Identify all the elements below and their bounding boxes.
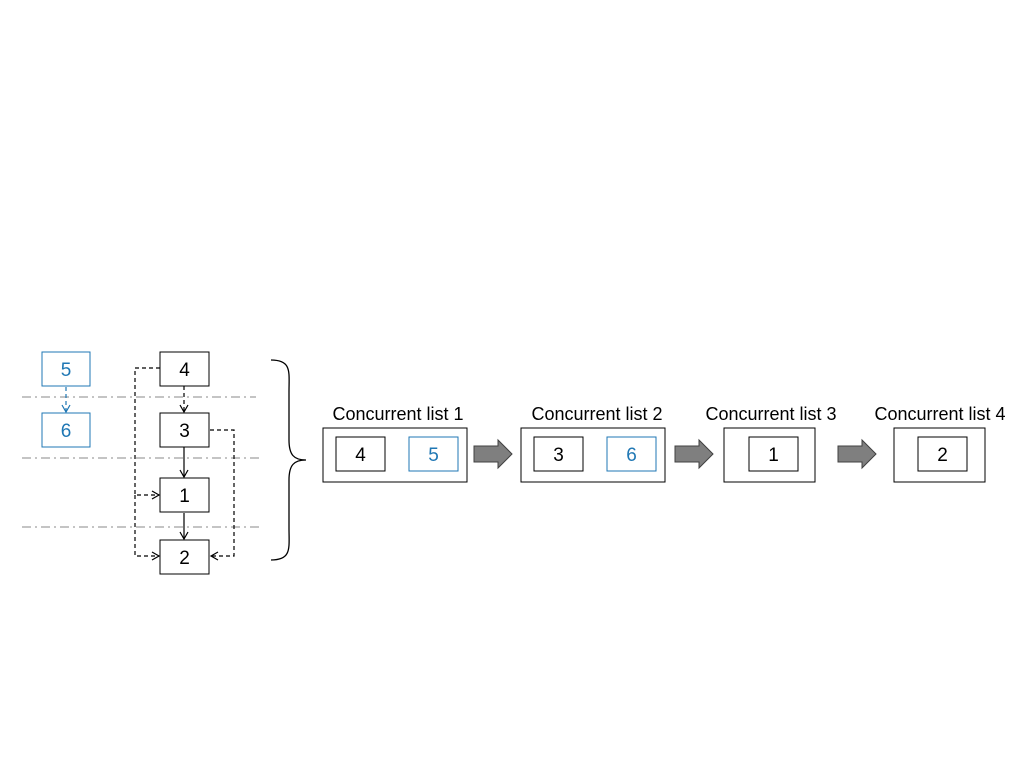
node-6-label: 6 <box>61 421 72 442</box>
node-4-label: 4 <box>179 360 190 381</box>
list-item-label: 1 <box>768 445 779 466</box>
flow-arrow-icon <box>473 438 513 470</box>
concurrent-list-4-title: Concurrent list 4 <box>874 404 1005 424</box>
node-1-label: 1 <box>179 486 190 507</box>
list-item: 2 <box>917 436 968 472</box>
node-2-label: 2 <box>179 548 190 569</box>
node-6: 6 <box>41 412 91 448</box>
edge-4-to-1 <box>134 367 161 500</box>
concurrent-list-2: Concurrent list 2 3 6 <box>520 404 666 483</box>
node-4: 4 <box>159 351 210 387</box>
node-2: 2 <box>159 539 210 575</box>
list-item: 5 <box>408 436 459 472</box>
concurrent-list-3-title: Concurrent list 3 <box>705 404 836 424</box>
list-item-label: 5 <box>428 445 439 466</box>
graph-edges <box>61 367 235 561</box>
list-item: 6 <box>606 436 657 472</box>
list-item-label: 6 <box>626 445 637 466</box>
edge-3-to-2 <box>209 429 235 561</box>
list-item-label: 2 <box>937 445 948 466</box>
curly-brace <box>270 359 307 561</box>
flow-arrow-icon <box>837 438 877 470</box>
flow-arrow-icon <box>674 438 714 470</box>
list-item-label: 3 <box>553 445 564 466</box>
edge-4-to-2 <box>134 495 161 561</box>
concurrent-list-1-title: Concurrent list 1 <box>332 404 463 424</box>
concurrent-list-1: Concurrent list 1 4 5 <box>322 404 468 483</box>
concurrent-list-2-title: Concurrent list 2 <box>531 404 662 424</box>
list-item: 3 <box>533 436 584 472</box>
concurrent-list-4: Concurrent list 4 2 <box>874 404 1006 483</box>
level-separators <box>22 396 262 528</box>
concurrent-lists: Concurrent list 1 4 5 Concurrent list 2 … <box>322 404 1006 483</box>
concurrent-list-3: Concurrent list 3 1 <box>705 404 837 483</box>
list-item: 1 <box>748 436 799 472</box>
list-item: 4 <box>335 436 386 472</box>
list-item-label: 4 <box>355 445 366 466</box>
node-5: 5 <box>41 351 91 387</box>
node-1: 1 <box>159 477 210 513</box>
graph-nodes: 5 6 4 3 1 2 <box>41 351 210 575</box>
node-3: 3 <box>159 412 210 448</box>
node-5-label: 5 <box>61 360 72 381</box>
node-3-label: 3 <box>179 421 190 442</box>
